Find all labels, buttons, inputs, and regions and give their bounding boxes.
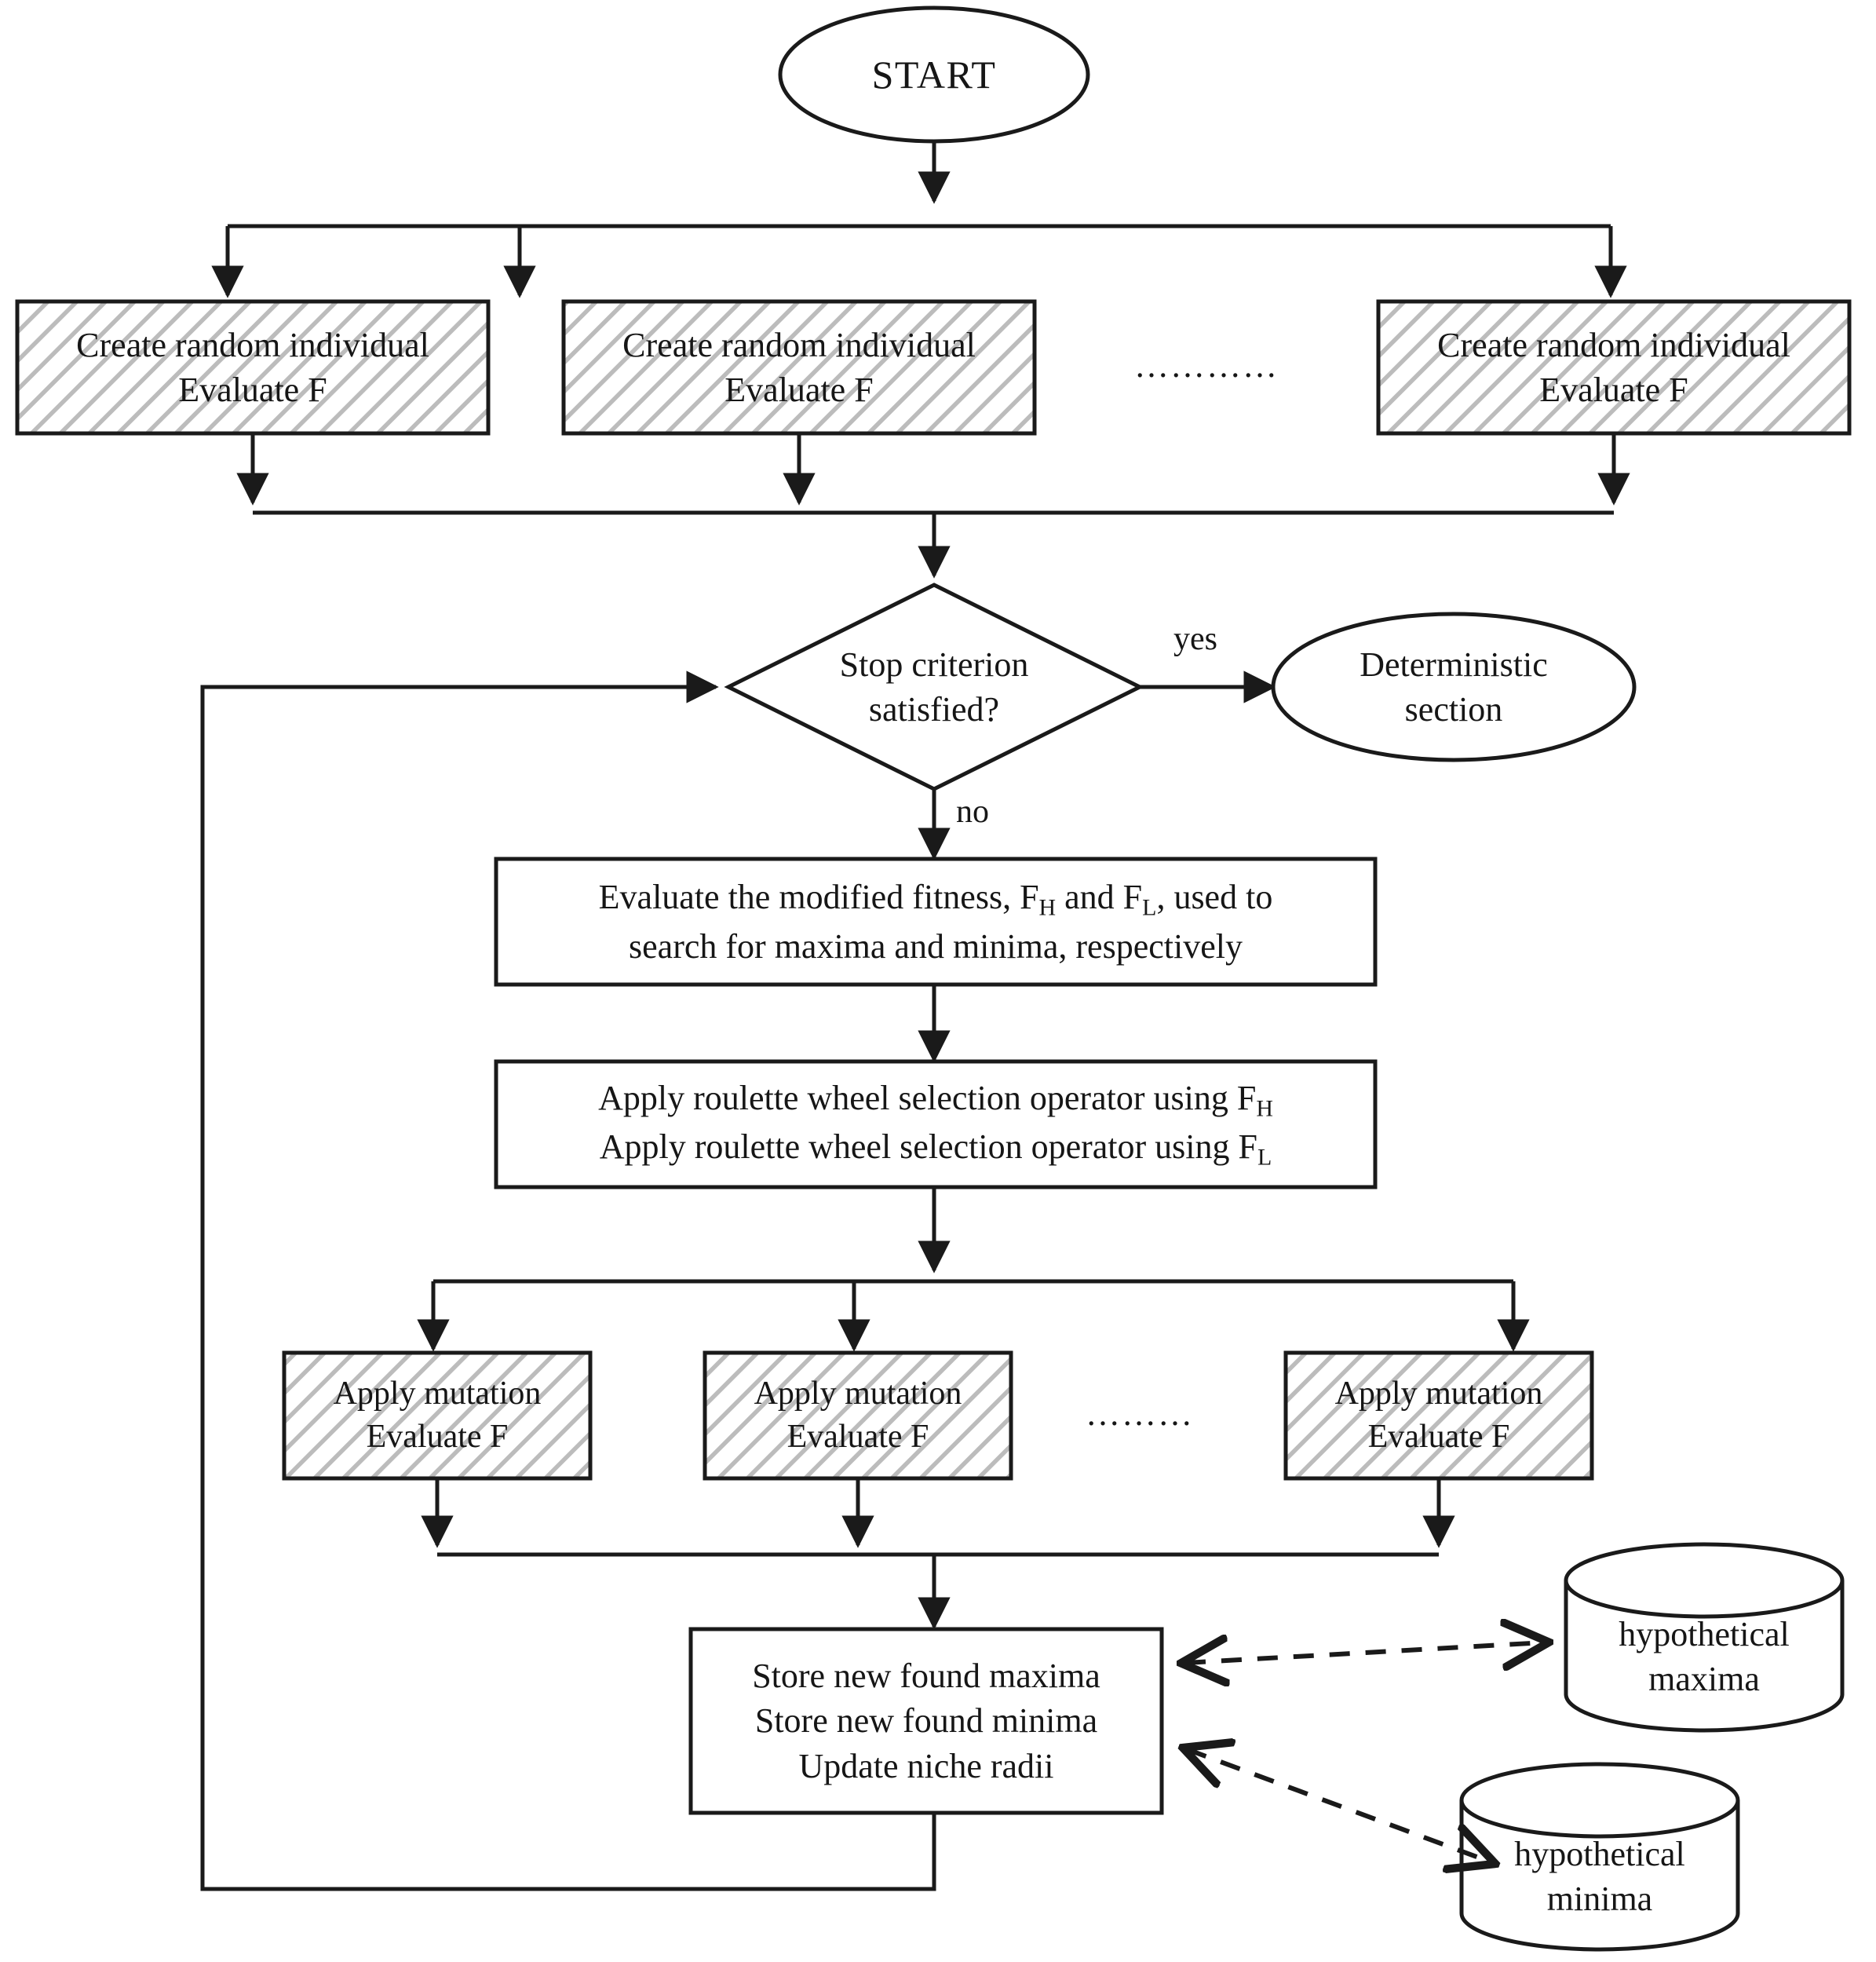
deterministic-section-oval [1271, 612, 1637, 762]
start-oval [778, 5, 1090, 144]
create-individual-box-1 [15, 299, 491, 436]
create-individual-box-n [1376, 299, 1852, 436]
store-results-box [688, 1627, 1164, 1815]
hypothetical-minima-cylinder [1459, 1762, 1740, 1952]
hypothetical-maxima-cylinder [1564, 1542, 1845, 1733]
apply-mutation-box-1 [282, 1350, 593, 1481]
apply-mutation-box-2 [703, 1350, 1013, 1481]
roulette-selection-box [494, 1059, 1378, 1189]
mutation-row-ellipsis: ……… [1086, 1394, 1194, 1433]
no-label: no [956, 794, 989, 830]
maxima-link [1185, 1642, 1545, 1663]
stop-criterion-diamond [724, 583, 1144, 791]
yes-label: yes [1173, 621, 1217, 657]
create-individual-box-2 [561, 299, 1037, 436]
create-row-ellipsis: ………… [1134, 346, 1279, 385]
apply-mutation-box-n [1283, 1350, 1594, 1481]
minima-link [1187, 1749, 1491, 1862]
evaluate-fitness-box [494, 857, 1378, 987]
